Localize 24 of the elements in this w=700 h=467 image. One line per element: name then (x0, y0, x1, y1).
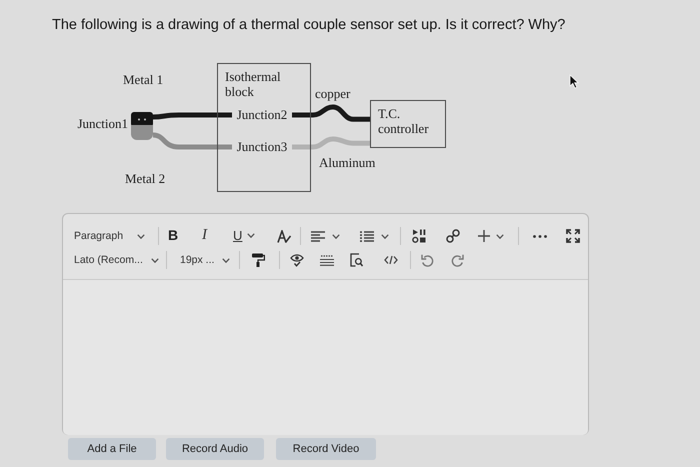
font-size-label: 19px ... (180, 253, 214, 268)
junction-label: Junction2 (232, 107, 292, 123)
edge-label: Metal 2 (124, 171, 166, 186)
wire (152, 112, 232, 120)
wire (152, 132, 232, 150)
record-audio-button: Record Audio (166, 438, 264, 460)
italic-label: I (202, 227, 207, 244)
controller-box: T.C. controller (370, 100, 446, 148)
wire (292, 104, 370, 122)
junction-icon (131, 112, 153, 140)
underline-label: U (233, 227, 242, 244)
font-name-label: Lato (Recom... (74, 253, 143, 268)
block-title: Isothermal block (225, 69, 282, 99)
question-text: The following is a drawing of a thermal couple sensor set up. Is it correct? Why? (52, 17, 566, 33)
wire (292, 136, 370, 150)
add-file-button: Add a File (68, 438, 156, 460)
record-video-button: Record Video (276, 438, 376, 460)
paragraph-style-label: Paragraph (74, 229, 124, 244)
edge-label: Metal 1 (122, 72, 164, 87)
edge-label: Aluminum (318, 155, 376, 170)
junction-label: Junction3 (232, 139, 292, 155)
junction-label: Junction1 (76, 116, 128, 132)
isothermal-block (217, 63, 311, 192)
bold-label: B (168, 227, 178, 244)
